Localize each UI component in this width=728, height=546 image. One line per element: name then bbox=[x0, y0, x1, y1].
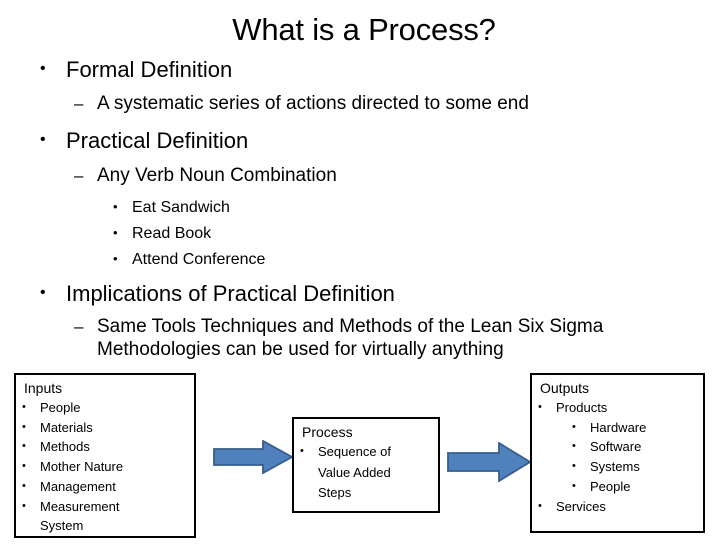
process-list: • Sequence of bbox=[300, 442, 434, 463]
list-item: • Methods bbox=[22, 437, 190, 457]
process-continuation-line-1: Value Added bbox=[318, 464, 391, 480]
bullet-marker: • bbox=[300, 444, 304, 457]
list-item: • Software bbox=[572, 437, 699, 457]
list-item: • Management bbox=[22, 477, 190, 497]
list-item-label: Services bbox=[556, 498, 606, 514]
bullet-text: A systematic series of actions directed … bbox=[97, 93, 529, 114]
list-item: • People bbox=[572, 477, 699, 497]
list-item-label: People bbox=[40, 399, 81, 415]
list-item: • People bbox=[22, 398, 190, 418]
list-item-label: Software bbox=[590, 439, 642, 455]
list-item-label: Products bbox=[556, 399, 608, 415]
bullet-marker: • bbox=[572, 420, 576, 433]
bullet-implications: • Implications of Practical Definition bbox=[40, 281, 395, 307]
arrow-process-to-outputs bbox=[447, 442, 531, 482]
bullet-formal-definition: • Formal Definition bbox=[40, 57, 232, 83]
bullet-marker: • bbox=[22, 440, 26, 453]
arrow-inputs-to-process bbox=[213, 440, 293, 474]
list-item-label: Management bbox=[40, 478, 116, 494]
bullet-text: Eat Sandwich bbox=[132, 199, 230, 216]
bullet-text: Formal Definition bbox=[66, 57, 233, 82]
process-title: Process bbox=[302, 424, 353, 440]
bullet-read-book: • Read Book bbox=[113, 224, 211, 243]
list-item-label: Systems bbox=[590, 459, 640, 475]
dash-marker: – bbox=[74, 94, 84, 113]
inputs-continuation-label: System bbox=[40, 518, 84, 534]
outputs-list: • Products • Hardware • Software • Syste… bbox=[538, 398, 699, 517]
bullet-marker: • bbox=[572, 440, 576, 453]
bullet-marker: • bbox=[22, 499, 26, 512]
list-item: • Services bbox=[538, 497, 699, 517]
list-item: • Hardware bbox=[572, 418, 699, 438]
list-item-label: Sequence of bbox=[318, 443, 392, 459]
list-item: • Systems bbox=[572, 457, 699, 477]
bullet-text: Same Tools Techniques and Methods of the… bbox=[97, 316, 604, 360]
list-item-label: Measurement bbox=[40, 498, 120, 514]
outputs-title: Outputs bbox=[540, 380, 590, 396]
process-continuation-line-2: Steps bbox=[318, 485, 352, 501]
list-item-label: People bbox=[590, 478, 631, 494]
list-item: • Materials bbox=[22, 418, 190, 438]
inputs-title: Inputs bbox=[24, 380, 63, 396]
bullet-marker: • bbox=[40, 284, 46, 301]
list-item: • Measurement bbox=[22, 497, 190, 517]
bullet-text: Implications of Practical Definition bbox=[66, 281, 395, 306]
bullet-marker: • bbox=[572, 460, 576, 473]
bullet-attend-conference: • Attend Conference bbox=[113, 250, 265, 269]
bullet-text: Read Book bbox=[132, 225, 212, 242]
list-item-label: Methods bbox=[40, 439, 90, 455]
bullet-eat-sandwich: • Eat Sandwich bbox=[113, 198, 230, 217]
bullet-text: Practical Definition bbox=[66, 128, 249, 153]
list-item: • Mother Nature bbox=[22, 457, 190, 477]
bullet-marker: • bbox=[22, 400, 26, 413]
bullet-marker: • bbox=[22, 420, 26, 433]
dash-marker: – bbox=[74, 317, 84, 336]
list-item-label: Materials bbox=[40, 419, 93, 435]
bullet-marker: • bbox=[22, 460, 26, 473]
bullet-marker: • bbox=[40, 131, 46, 148]
bullet-marker: • bbox=[113, 225, 118, 240]
page-title: What is a Process? bbox=[232, 12, 496, 47]
bullet-marker: • bbox=[113, 199, 118, 214]
list-item: • Products bbox=[538, 398, 699, 418]
bullet-marker: • bbox=[538, 400, 542, 413]
bullet-marker: • bbox=[40, 60, 46, 77]
bullet-text: Any Verb Noun Combination bbox=[97, 165, 337, 186]
bullet-text: Attend Conference bbox=[132, 251, 266, 268]
list-item-label: Hardware bbox=[590, 419, 647, 435]
bullet-marker: • bbox=[538, 499, 542, 512]
bullet-same-tools-techniques: – Same Tools Techniques and Methods of t… bbox=[74, 316, 704, 362]
inputs-box: Inputs • People • Materials • Methods • … bbox=[14, 373, 196, 538]
bullet-verb-noun-combination: – Any Verb Noun Combination bbox=[74, 165, 337, 188]
bullet-marker: • bbox=[22, 479, 26, 492]
bullet-marker: • bbox=[113, 251, 118, 266]
list-item: • Sequence of bbox=[300, 442, 434, 463]
outputs-box: Outputs • Products • Hardware • Software… bbox=[530, 373, 705, 533]
list-item-label: Mother Nature bbox=[40, 459, 124, 475]
process-box: Process • Sequence of Value Added Steps bbox=[292, 417, 440, 513]
bullet-practical-definition: • Practical Definition bbox=[40, 128, 248, 154]
bullet-marker: • bbox=[572, 479, 576, 492]
dash-marker: – bbox=[74, 166, 84, 185]
bullet-systematic-series: – A systematic series of actions directe… bbox=[74, 93, 529, 116]
inputs-list: • People • Materials • Methods • Mother … bbox=[22, 398, 190, 517]
